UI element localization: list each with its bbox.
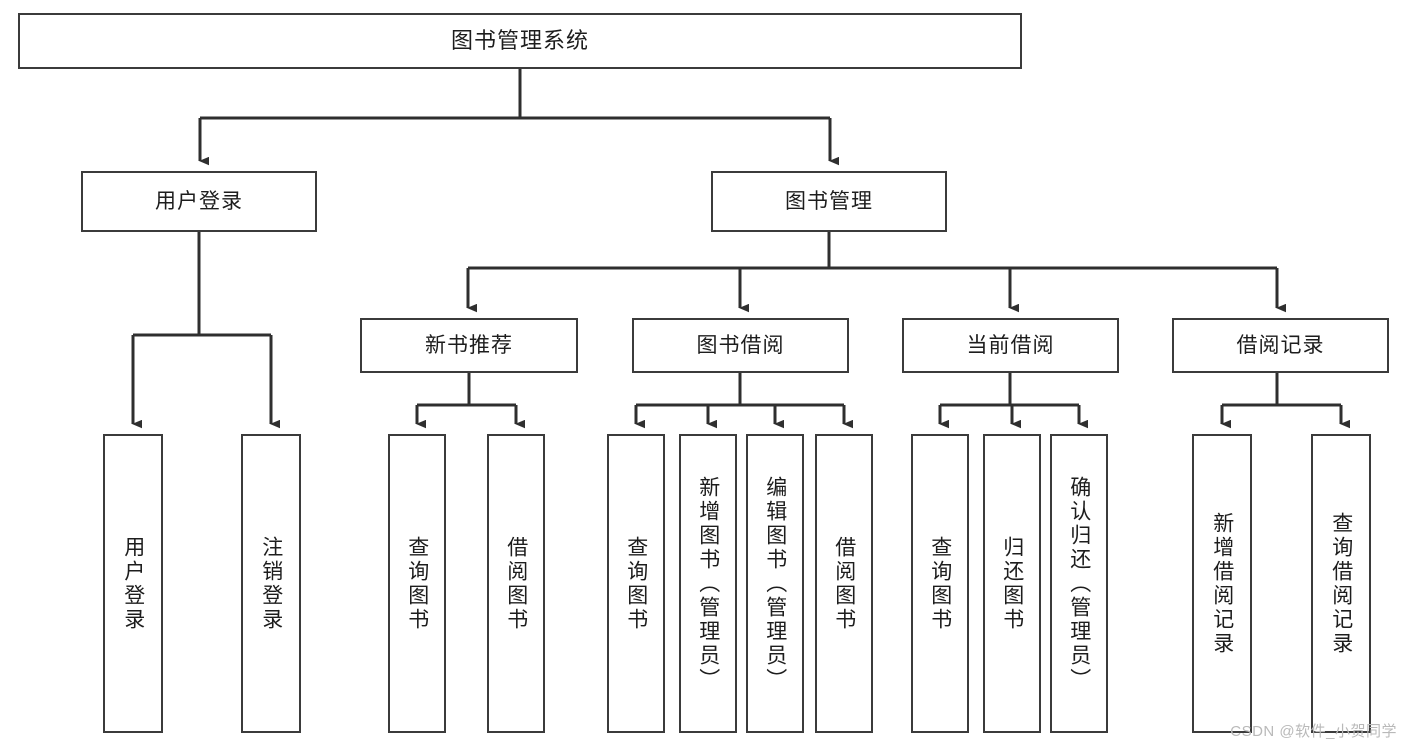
node-current-borrow[interactable]: 当前借阅 — [902, 318, 1119, 373]
node-user-login[interactable]: 用户登录 — [81, 171, 317, 232]
leaf-newbook-query-book[interactable]: 查询图书 — [388, 434, 446, 733]
leaf-logout[interactable]: 注销登录 — [241, 434, 301, 733]
node-root[interactable]: 图书管理系统 — [18, 13, 1022, 69]
node-new-book-recommend[interactable]: 新书推荐 — [360, 318, 578, 373]
leaf-record-add-label: 新增借阅记录 — [1210, 511, 1234, 656]
leaf-newbook-query-book-label: 查询图书 — [405, 535, 429, 632]
leaf-current-query-book-label: 查询图书 — [928, 535, 952, 632]
node-borrow-record-label: 借阅记录 — [1236, 333, 1325, 357]
node-book-management-label: 图书管理 — [785, 189, 873, 213]
node-book-borrow-label: 图书借阅 — [696, 333, 785, 357]
leaf-borrow-query-book-label: 查询图书 — [624, 535, 648, 632]
leaf-record-query[interactable]: 查询借阅记录 — [1311, 434, 1371, 733]
leaf-current-return-book-label: 归还图书 — [1000, 535, 1024, 632]
node-borrow-record[interactable]: 借阅记录 — [1172, 318, 1389, 373]
leaf-borrow-lend-book[interactable]: 借阅图书 — [815, 434, 873, 733]
leaf-borrow-add-book-admin[interactable]: 新增图书（管理员） — [679, 434, 737, 733]
leaf-borrow-edit-book-admin-label: 编辑图书（管理员） — [763, 475, 787, 692]
node-book-borrow[interactable]: 图书借阅 — [632, 318, 849, 373]
leaf-current-confirm-return-admin[interactable]: 确认归还（管理员） — [1050, 434, 1108, 733]
leaf-newbook-borrow-book-label: 借阅图书 — [504, 535, 528, 632]
node-root-label: 图书管理系统 — [450, 27, 589, 53]
leaf-borrow-lend-book-label: 借阅图书 — [832, 535, 856, 632]
leaf-newbook-borrow-book[interactable]: 借阅图书 — [487, 434, 545, 733]
leaf-user-login[interactable]: 用户登录 — [103, 434, 163, 733]
leaf-record-add[interactable]: 新增借阅记录 — [1192, 434, 1252, 733]
leaf-logout-label: 注销登录 — [259, 535, 283, 632]
leaf-current-return-book[interactable]: 归还图书 — [983, 434, 1041, 733]
leaf-borrow-query-book[interactable]: 查询图书 — [607, 434, 665, 733]
node-user-login-label: 用户登录 — [155, 189, 243, 213]
leaf-current-confirm-return-admin-label: 确认归还（管理员） — [1067, 475, 1091, 692]
node-current-borrow-label: 当前借阅 — [966, 333, 1055, 357]
leaf-borrow-edit-book-admin[interactable]: 编辑图书（管理员） — [746, 434, 804, 733]
node-new-book-recommend-label: 新书推荐 — [425, 333, 513, 357]
node-book-management[interactable]: 图书管理 — [711, 171, 947, 232]
leaf-current-query-book[interactable]: 查询图书 — [911, 434, 969, 733]
leaf-borrow-add-book-admin-label: 新增图书（管理员） — [696, 475, 720, 692]
leaf-record-query-label: 查询借阅记录 — [1329, 511, 1353, 656]
leaf-user-login-label: 用户登录 — [121, 535, 145, 632]
